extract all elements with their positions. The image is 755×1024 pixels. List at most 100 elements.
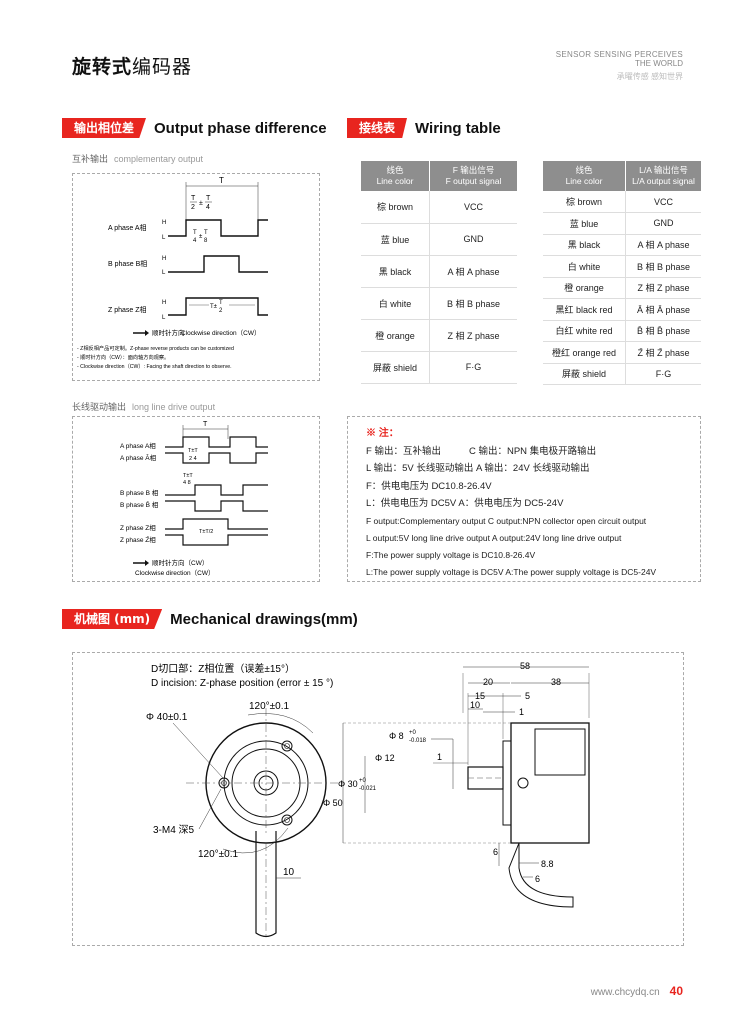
cell-signal: Z 相 Z phase bbox=[429, 319, 517, 352]
footer: www.chcydq.cn 40 bbox=[591, 984, 683, 998]
note-en3: F:The power supply voltage is DC10.8-26.… bbox=[366, 549, 536, 560]
page-number: 40 bbox=[669, 984, 683, 998]
brand-line2: THE WORLD bbox=[635, 59, 683, 68]
dim-10: 10 bbox=[470, 700, 480, 710]
cell-line-color: 白红 white red bbox=[543, 320, 626, 342]
dim-5: 5 bbox=[525, 691, 530, 701]
cell-signal: GND bbox=[625, 212, 701, 235]
cell-signal: B 相 B phase bbox=[429, 287, 517, 320]
cell-line-color: 屏蔽 shield bbox=[361, 351, 430, 384]
dim-10-cable: 10 bbox=[283, 867, 295, 878]
label-z-phase: Z phase Z相 bbox=[108, 305, 147, 314]
cell-line-color: 棕 brown bbox=[543, 191, 626, 213]
sub-en: complementary output bbox=[114, 154, 204, 164]
section-title: Output phase difference bbox=[154, 119, 327, 137]
cell-signal: VCC bbox=[429, 191, 517, 224]
cell-signal: GND bbox=[429, 223, 517, 256]
label-a-bar: A phase Ā相 bbox=[120, 453, 157, 462]
cell-signal: F·G bbox=[625, 363, 701, 385]
note-line4: L：供电电压为 DC5V A：供电电压为 DC5-24V bbox=[366, 498, 564, 509]
cell-line-color: 黑红 black red bbox=[543, 298, 626, 321]
svg-text:±: ± bbox=[199, 200, 203, 207]
clockwise-en: Clockwise direction（CW） bbox=[181, 329, 260, 337]
dim-38: 38 bbox=[551, 677, 561, 687]
dim-15: 15 bbox=[475, 691, 485, 701]
dim-phi50: Φ 50 bbox=[323, 798, 343, 808]
section-tag: 机械图 (mm) bbox=[62, 609, 163, 629]
cell-line-color: 白 white bbox=[543, 255, 626, 278]
svg-text:L: L bbox=[162, 270, 166, 276]
dim-phi30: Φ 30 bbox=[338, 779, 358, 789]
svg-text:4 8: 4 8 bbox=[183, 480, 191, 486]
dim-3m4: 3-M4 深5 bbox=[153, 824, 195, 836]
cell-signal: A 相 A phase bbox=[625, 234, 701, 256]
svg-text:T: T bbox=[193, 230, 197, 236]
label-z-phase2: Z phase Z相 bbox=[120, 523, 156, 532]
cell-line-color: 橙 orange bbox=[543, 277, 626, 299]
label-T2: T bbox=[203, 421, 208, 428]
brand-line3: 承曜传感 感知世界 bbox=[616, 72, 683, 81]
side-view bbox=[467, 722, 590, 908]
svg-text:±: ± bbox=[199, 234, 203, 240]
label-b-bar: B phase B̄ 相 bbox=[120, 500, 159, 509]
label-T: T bbox=[219, 176, 224, 185]
title-rest: 编码器 bbox=[132, 56, 193, 78]
label-b-phase: B phase B相 bbox=[108, 259, 147, 268]
dcut-en: D incision: Z-phase position (error ± 15… bbox=[151, 678, 333, 689]
svg-text:T: T bbox=[219, 300, 223, 306]
cell-signal: Z 相 Z phase bbox=[625, 277, 701, 299]
sub-en: long line drive output bbox=[132, 402, 216, 412]
dim-120-bot: 120°±0.1 bbox=[198, 849, 239, 860]
label-z-bar: Z phase Z̄相 bbox=[120, 535, 156, 544]
dim-58: 58 bbox=[520, 661, 530, 671]
dim-phi30-tol-bot: -0.021 bbox=[359, 786, 377, 792]
clockwise-cn2: 顺时针方向（CW） bbox=[152, 558, 208, 567]
dim-1a: 1 bbox=[519, 707, 524, 717]
label-L: L bbox=[162, 235, 166, 241]
cell-signal: F·G bbox=[429, 351, 517, 384]
cell-line-color: 橙 orange bbox=[361, 319, 430, 352]
dim-20: 20 bbox=[483, 677, 493, 687]
dim-1b: 1 bbox=[437, 752, 442, 762]
cell-signal: B 相 B phase bbox=[625, 255, 701, 278]
note2: - 顺时针方向（CW）：面向轴方向观察。 bbox=[77, 353, 169, 361]
mechanical-drawing-box: D切口部：Z相位置（误差±15°） D incision: Z-phase po… bbox=[72, 652, 684, 946]
dcut-cn: D切口部：Z相位置（误差±15°） bbox=[151, 662, 295, 675]
section-output-phase: 输出相位差 Output phase difference bbox=[62, 117, 327, 139]
cell-line-color: 黑 black bbox=[361, 255, 430, 288]
svg-text:4: 4 bbox=[206, 204, 210, 211]
section-mechanical: 机械图 (mm) Mechanical drawings(mm) bbox=[62, 608, 358, 630]
cell-line-color: 棕 brown bbox=[361, 191, 430, 224]
svg-text:T: T bbox=[191, 195, 196, 202]
section-tag: 接线表 bbox=[347, 118, 408, 138]
brand-line1: SENSOR SENSING PERCEIVES bbox=[555, 50, 683, 59]
footer-url[interactable]: www.chcydq.cn bbox=[590, 987, 660, 998]
front-view bbox=[186, 708, 346, 938]
cell-line-color: 白 white bbox=[361, 287, 430, 320]
dim-phi8: Φ 8 bbox=[389, 731, 404, 741]
svg-text:T: T bbox=[206, 195, 211, 202]
dim-phi40: Φ 40±0.1 bbox=[146, 712, 188, 723]
dim-phi30-tol-top: +0 bbox=[359, 778, 367, 784]
cell-signal: VCC bbox=[625, 191, 701, 213]
waveform-svg: T T2 ± T4 A phase A相 H L T4 ± T8 B phase… bbox=[77, 176, 268, 370]
cell-signal: A 相 A phase bbox=[429, 255, 517, 288]
cell-line-color: 蓝 blue bbox=[543, 212, 626, 235]
svg-text:T±T: T±T bbox=[183, 473, 193, 479]
note1: - Z相反相产品可定制。Z-phase reverse products can… bbox=[77, 344, 234, 352]
